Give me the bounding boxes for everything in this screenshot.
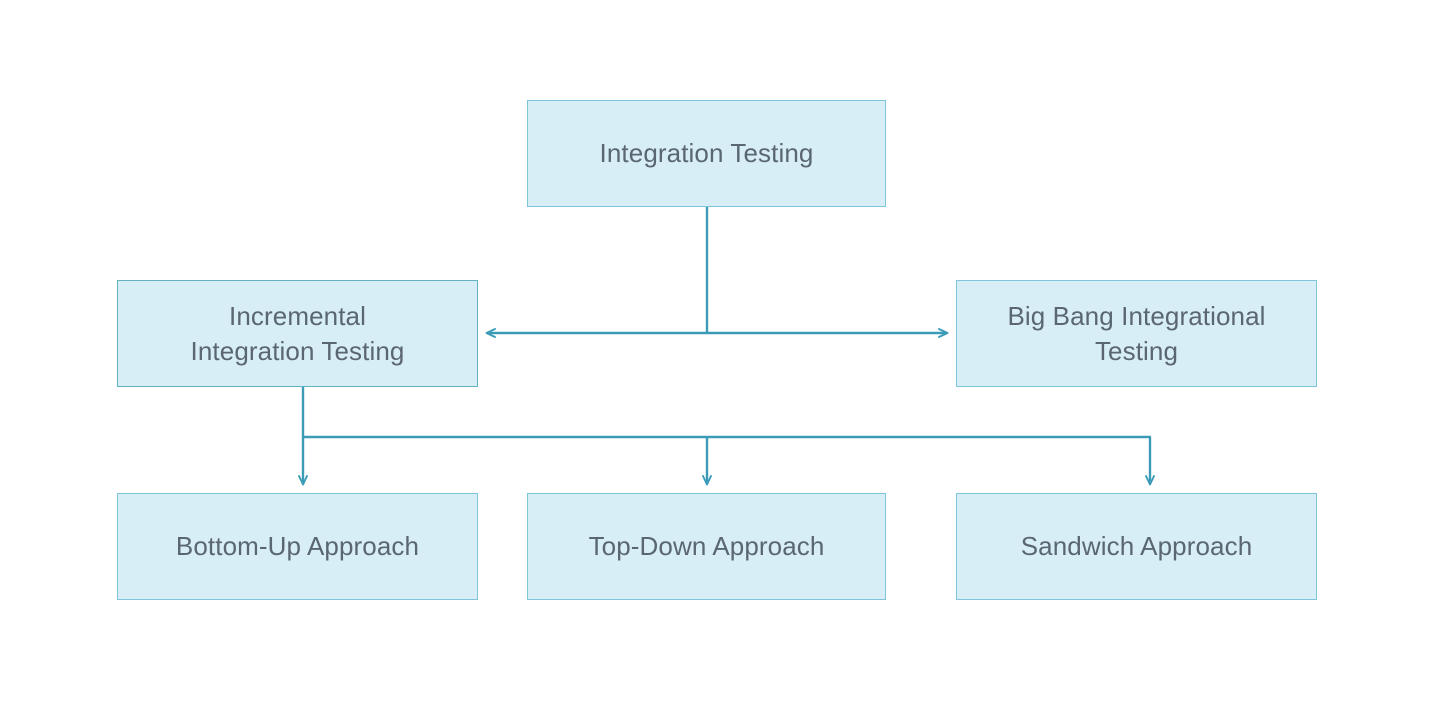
node-label: Incremental Integration Testing [190, 301, 405, 366]
node-big-bang-integrational-testing[interactable]: Big Bang Integrational Testing [956, 280, 1317, 387]
node-integration-testing[interactable]: Integration Testing [527, 100, 886, 207]
node-label: Sandwich Approach [1020, 531, 1253, 562]
node-label: Big Bang Integrational Testing [1007, 301, 1266, 366]
node-top-down-approach[interactable]: Top-Down Approach [527, 493, 886, 600]
node-incremental-integration-testing[interactable]: Incremental Integration Testing [117, 280, 478, 387]
node-bottom-up-approach[interactable]: Bottom-Up Approach [117, 493, 478, 600]
node-sandwich-approach[interactable]: Sandwich Approach [956, 493, 1317, 600]
node-label: Bottom-Up Approach [175, 531, 420, 562]
node-label: Integration Testing [599, 138, 814, 169]
node-label: Top-Down Approach [588, 531, 825, 562]
